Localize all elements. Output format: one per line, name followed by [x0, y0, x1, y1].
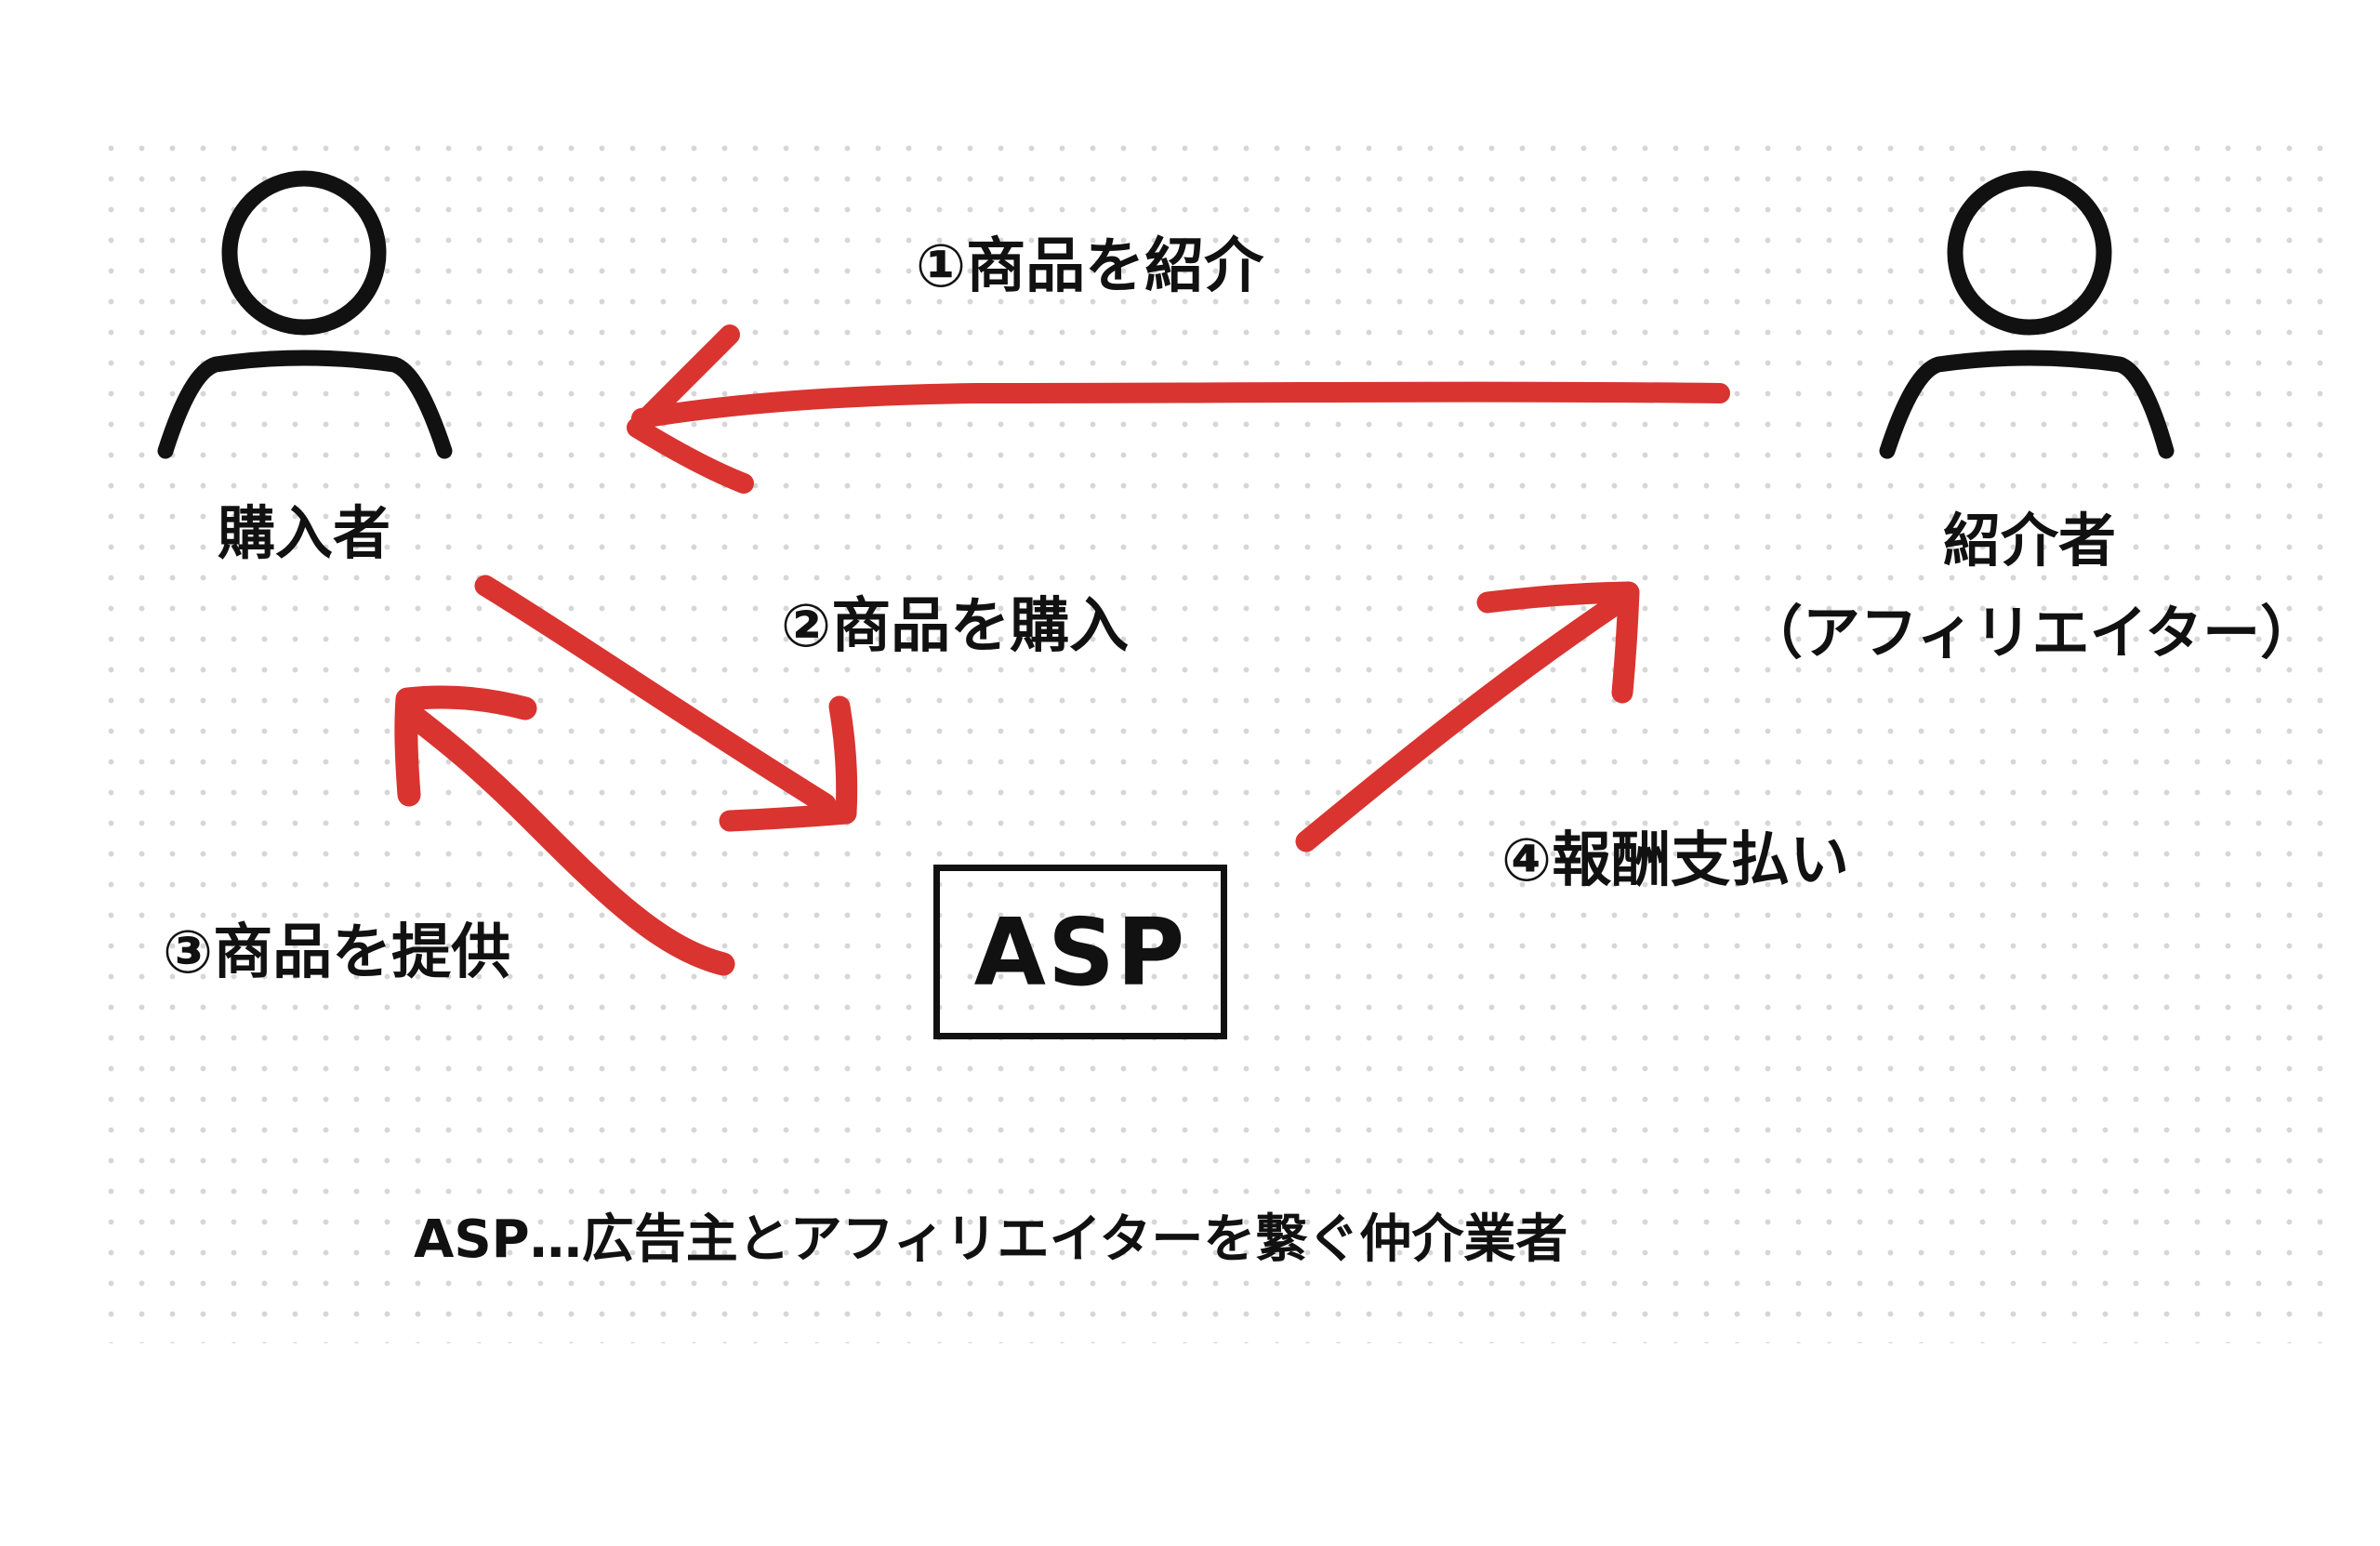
asp-box-label: ASP [973, 897, 1187, 1007]
referrer-role-label: （アフィリエイター） [1744, 599, 2319, 667]
step1-label: ①商品を紹介 [916, 232, 1264, 301]
arrow-step4-reward-payment [1295, 581, 1640, 852]
step2-label: ②商品を購入 [781, 592, 1130, 661]
step4-label: ④報酬支払い [1501, 826, 1850, 895]
buyer-person-icon [157, 170, 453, 459]
buyer-label: 購入者 [217, 499, 390, 567]
asp-definition-note: ASP…広告主とアフィリエイターを繋ぐ仲介業者 [414, 1209, 1568, 1270]
arrow-step1-referral [627, 324, 1730, 494]
arrow-step2-purchase [474, 575, 858, 832]
referrer-label: 紹介者 [1942, 507, 2116, 575]
step3-label: ③商品を提供 [163, 918, 511, 987]
referrer-person-icon [1879, 170, 2175, 459]
dot-grid-board [88, 126, 2329, 1343]
asp-box: ASP [933, 865, 1227, 1039]
arrow-step3-delivery [394, 685, 735, 976]
